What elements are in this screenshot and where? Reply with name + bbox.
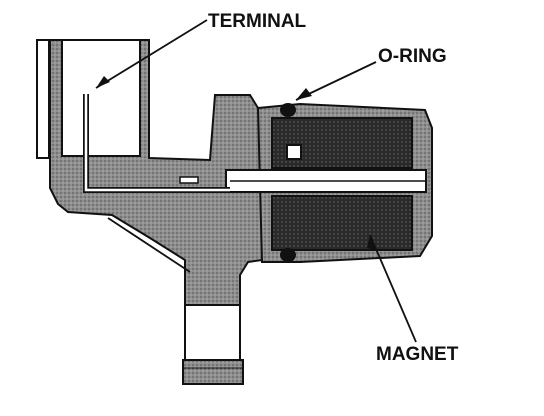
insert-square — [286, 144, 302, 160]
tail-extension — [182, 304, 244, 385]
coil-upper — [271, 117, 413, 169]
o-rings — [280, 103, 296, 262]
slot — [179, 176, 199, 184]
o-ring-label: O-RING — [378, 46, 447, 67]
magnet-label: MAGNET — [376, 344, 459, 365]
terminal-label: TERMINAL — [208, 11, 307, 32]
coil-lower — [271, 195, 413, 251]
